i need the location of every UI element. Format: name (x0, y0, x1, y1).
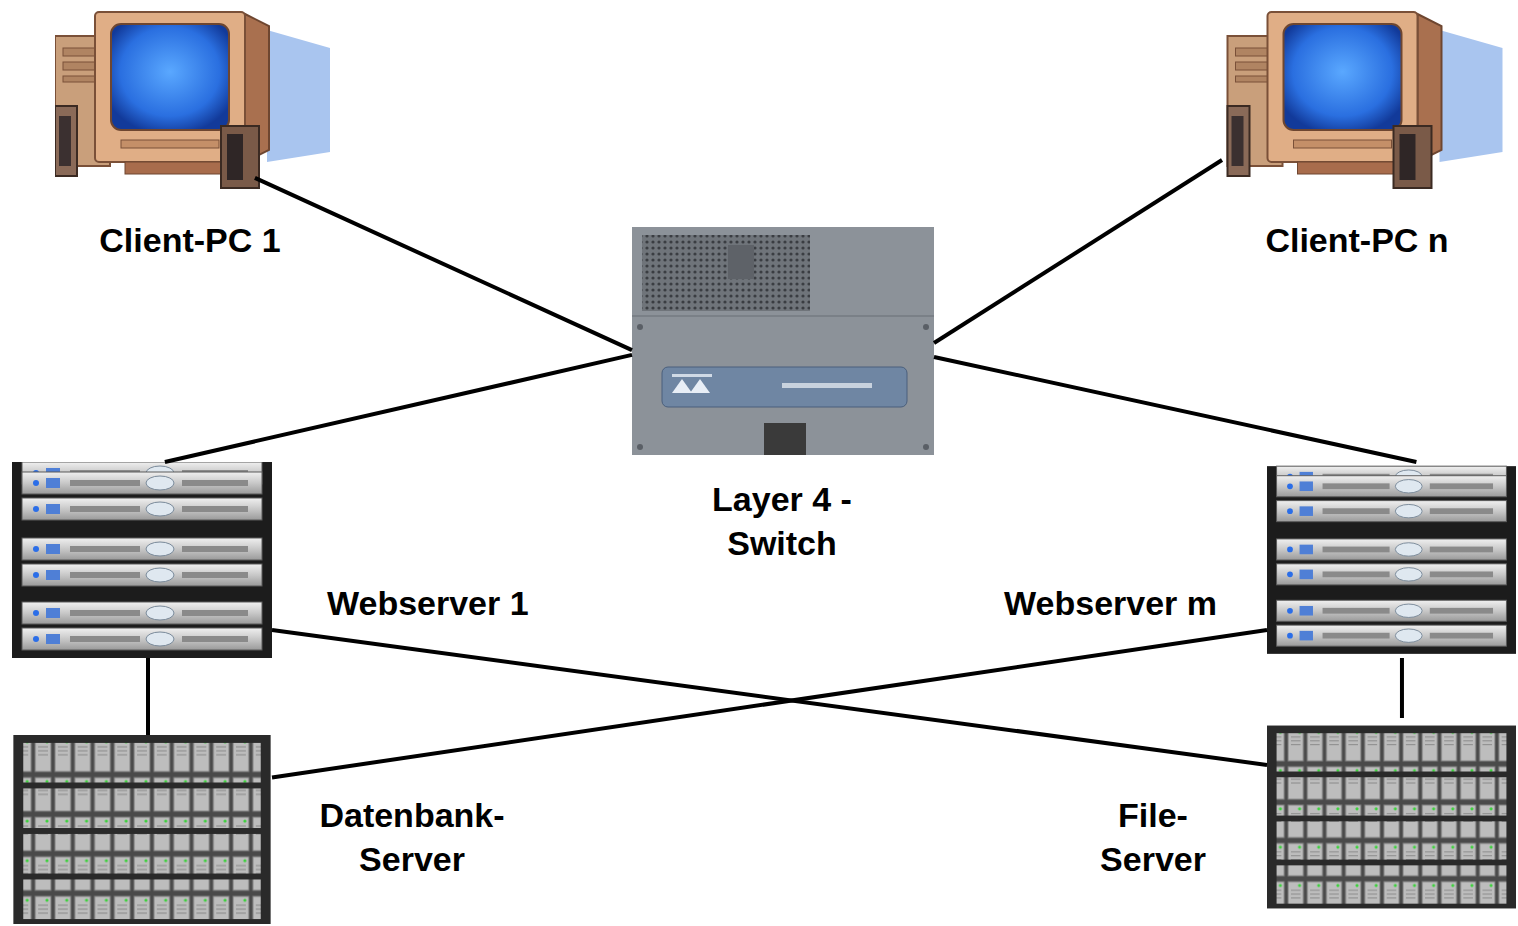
network-node: File- Server (1267, 718, 1516, 916)
node-label: Datenbank- Server (297, 793, 527, 881)
network-node: Layer 4 - Switch (632, 227, 934, 455)
storage-rack (1267, 726, 1516, 909)
network-link (146, 658, 150, 735)
node-label: Client-PC 1 (40, 218, 340, 262)
network-node: Webserver m (1267, 462, 1516, 658)
node-label: Client-PC n (1207, 218, 1507, 262)
client-pc-icon (55, 12, 330, 188)
network-link (272, 630, 1267, 778)
network-link (165, 355, 632, 462)
node-label: File- Server (1073, 793, 1233, 881)
network-node: Client-PC n (1220, 10, 1510, 190)
network-node: Client-PC 1 (55, 10, 330, 190)
network-link (934, 357, 1416, 462)
network-node: Webserver 1 (12, 462, 272, 658)
storage-rack (13, 735, 270, 924)
network-link (1400, 658, 1404, 718)
network-link (255, 178, 632, 350)
node-label: Webserver 1 (327, 581, 587, 625)
webserver-rack (1267, 466, 1516, 654)
client-pc-icon (1228, 12, 1503, 188)
node-label: Webserver m (957, 581, 1217, 625)
node-label: Layer 4 - Switch (672, 477, 892, 565)
network-node: Datenbank- Server (12, 735, 272, 924)
network-link (934, 160, 1222, 343)
webserver-rack (12, 462, 272, 658)
switch-photo (632, 227, 934, 455)
